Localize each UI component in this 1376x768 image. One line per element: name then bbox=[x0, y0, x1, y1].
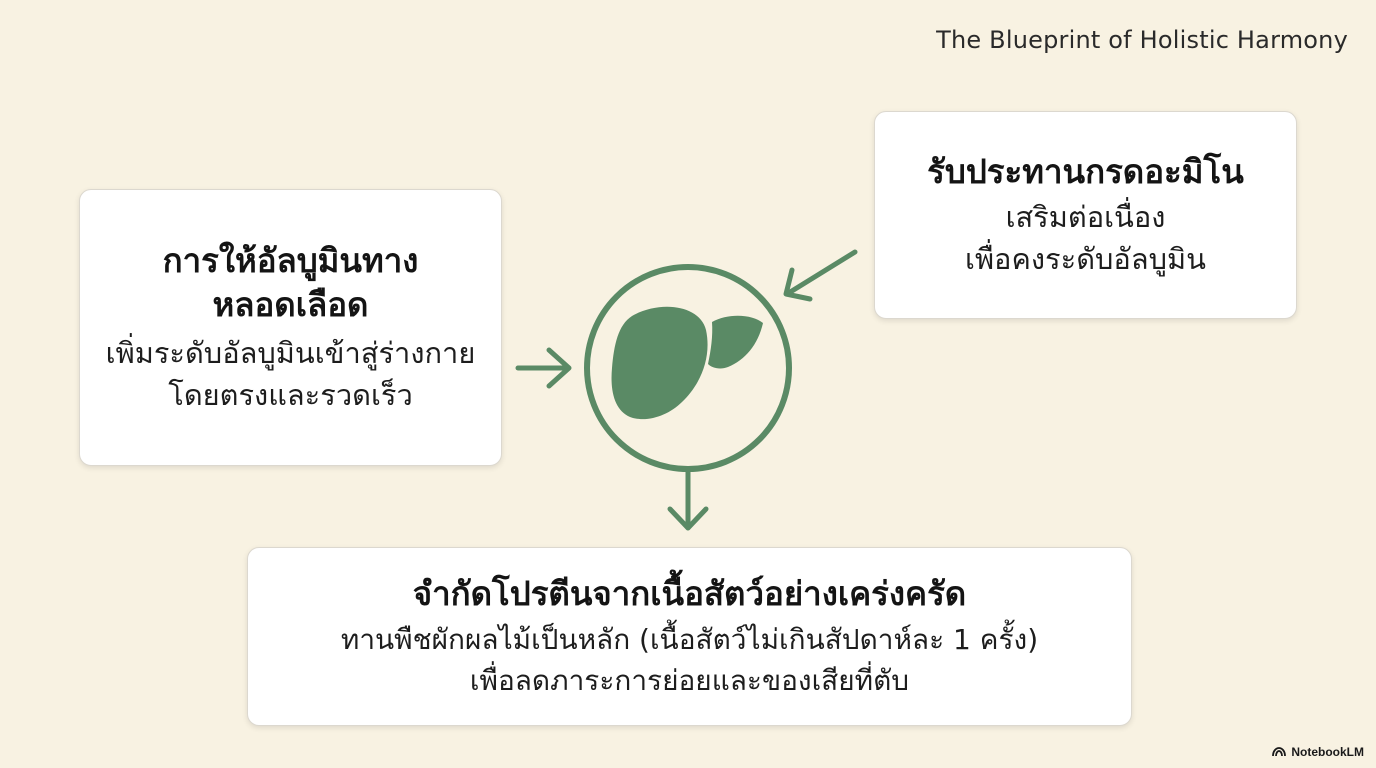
card-heading-line: หลอดเลือด bbox=[212, 285, 369, 325]
arrow-right-to-center bbox=[783, 249, 858, 302]
card-text-line: เสริมต่อเนื่อง bbox=[1005, 200, 1166, 235]
card-description: เพิ่มระดับอัลบูมินเข้าสู่ร่างกาย โดยตรงแ… bbox=[106, 332, 476, 416]
card-text-line: ทานพืชผักผลไม้เป็นหลัก (เนื้อสัตว์ไม่เกิ… bbox=[340, 623, 1039, 657]
card-description: เสริมต่อเนื่อง เพื่อคงระดับอัลบูมิน bbox=[965, 196, 1206, 280]
brand-watermark: NotebookLM bbox=[1272, 745, 1364, 759]
card-text-line: เพิ่มระดับอัลบูมินเข้าสู่ร่างกาย bbox=[105, 336, 476, 370]
card-text-line: เพื่อลดภาระการย่อยและของเสียที่ตับ bbox=[469, 663, 910, 697]
card-heading: การให้อัลบูมินทาง หลอดเลือด bbox=[163, 239, 419, 328]
arrow-center-to-bottom bbox=[667, 467, 709, 531]
card-text-line: โดยตรงและรวดเร็ว bbox=[168, 378, 413, 413]
card-description: ทานพืชผักผลไม้เป็นหลัก (เนื้อสัตว์ไม่เกิ… bbox=[341, 620, 1038, 701]
card-albumin-infusion: การให้อัลบูมินทาง หลอดเลือด เพิ่มระดับอั… bbox=[79, 189, 502, 466]
card-heading: จำกัดโปรตีนจากเนื้อสัตว์อย่างเคร่งครัด bbox=[412, 573, 967, 613]
page-title: The Blueprint of Holistic Harmony bbox=[936, 26, 1348, 54]
card-text-line: เพื่อคงระดับอัลบูมิน bbox=[965, 242, 1206, 277]
card-amino-acids: รับประทานกรดอะมิโน เสริมต่อเนื่อง เพื่อค… bbox=[874, 111, 1297, 319]
card-heading: รับประทานกรดอะมิโน bbox=[927, 151, 1244, 191]
notebooklm-logo-icon bbox=[1272, 747, 1287, 757]
card-limit-animal-protein: จำกัดโปรตีนจากเนื้อสัตว์อย่างเคร่งครัด ท… bbox=[247, 547, 1132, 726]
card-heading-line: การให้อัลบูมินทาง bbox=[162, 240, 419, 280]
liver-icon bbox=[611, 306, 763, 420]
brand-label: NotebookLM bbox=[1291, 745, 1364, 759]
arrow-left-to-center bbox=[515, 347, 572, 389]
